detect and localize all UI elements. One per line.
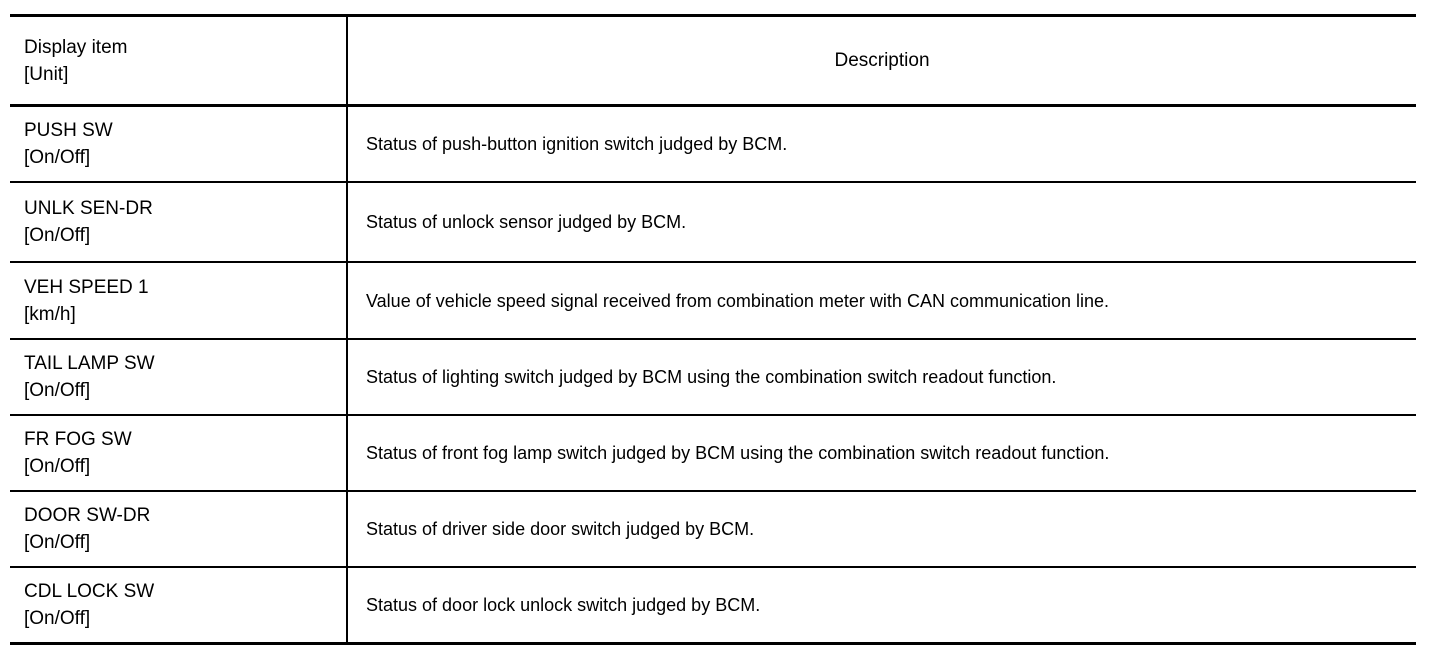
item-name: VEH SPEED 1 <box>24 276 149 298</box>
cell-display-item: CDL LOCK SW [On/Off] <box>10 567 348 645</box>
item-unit: [On/Off] <box>24 225 91 246</box>
cell-description: Status of push-button ignition switch ju… <box>347 105 1416 183</box>
column-header-display-item: Display item [Unit] <box>10 14 348 107</box>
cell-description: Status of lighting switch judged by BCM … <box>347 339 1416 416</box>
item-unit: [On/Off] <box>24 147 91 168</box>
display-item-table: Display item [Unit] Description PUSH SW … <box>10 14 1416 645</box>
table-row: DOOR SW-DR [On/Off] Status of driver sid… <box>10 491 1416 568</box>
column-header-display-item-line2: [Unit] <box>24 63 69 85</box>
item-unit: [On/Off] <box>24 532 91 553</box>
item-unit: [km/h] <box>24 303 76 325</box>
item-name: CDL LOCK SW <box>24 581 155 602</box>
table-row: VEH SPEED 1 [km/h] Value of vehicle spee… <box>10 262 1416 340</box>
table-header: Display item [Unit] Description <box>10 14 1416 107</box>
table-header-row: Display item [Unit] Description <box>10 14 1416 107</box>
column-header-display-item-line1: Display item <box>24 36 128 58</box>
item-name: TAIL LAMP SW <box>24 353 155 374</box>
table-row: PUSH SW [On/Off] Status of push-button i… <box>10 105 1416 183</box>
cell-description: Status of driver side door switch judged… <box>347 491 1416 568</box>
cell-description: Status of unlock sensor judged by BCM. <box>347 182 1416 263</box>
table-row: UNLK SEN-DR [On/Off] Status of unlock se… <box>10 182 1416 263</box>
cell-display-item: TAIL LAMP SW [On/Off] <box>10 339 348 416</box>
column-header-description-line1: Description <box>834 50 930 71</box>
item-name: UNLK SEN-DR <box>24 198 153 219</box>
cell-description: Status of door lock unlock switch judged… <box>347 567 1416 645</box>
table-row: FR FOG SW [On/Off] Status of front fog l… <box>10 415 1416 492</box>
cell-description: Value of vehicle speed signal received f… <box>347 262 1416 340</box>
item-name: FR FOG SW <box>24 429 132 450</box>
table-body: PUSH SW [On/Off] Status of push-button i… <box>10 105 1416 645</box>
cell-display-item: DOOR SW-DR [On/Off] <box>10 491 348 568</box>
cell-display-item: PUSH SW [On/Off] <box>10 105 348 183</box>
item-unit: [On/Off] <box>24 380 91 401</box>
item-unit: [On/Off] <box>24 456 91 477</box>
column-header-description: Description <box>347 14 1416 107</box>
cell-display-item: FR FOG SW [On/Off] <box>10 415 348 492</box>
cell-description: Status of front fog lamp switch judged b… <box>347 415 1416 492</box>
cell-display-item: UNLK SEN-DR [On/Off] <box>10 182 348 263</box>
table-row: CDL LOCK SW [On/Off] Status of door lock… <box>10 567 1416 645</box>
table-row: TAIL LAMP SW [On/Off] Status of lighting… <box>10 339 1416 416</box>
item-unit: [On/Off] <box>24 608 91 629</box>
page-root: Display item [Unit] Description PUSH SW … <box>10 14 1416 645</box>
item-name: DOOR SW-DR <box>24 505 151 526</box>
cell-display-item: VEH SPEED 1 [km/h] <box>10 262 348 340</box>
item-name: PUSH SW <box>24 120 113 141</box>
